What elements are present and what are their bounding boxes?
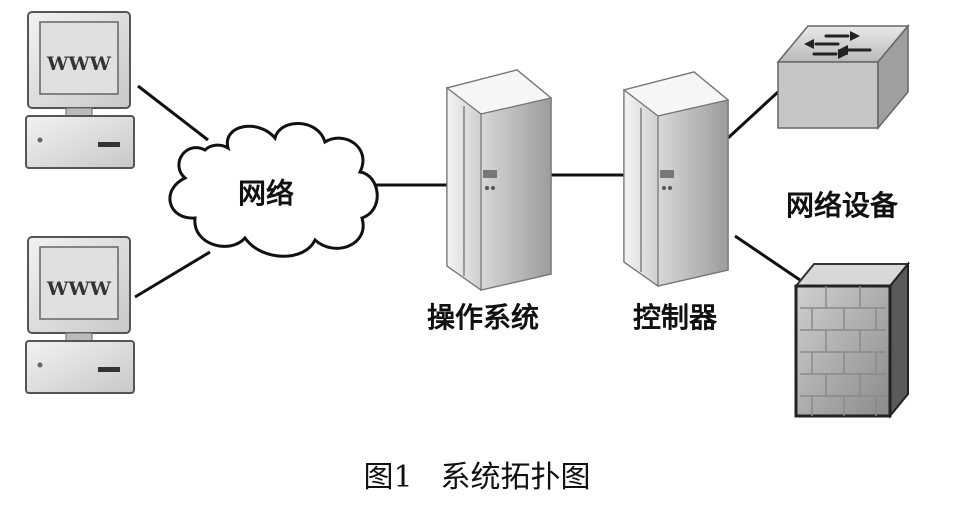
label-operating-system: 操作系统 (427, 301, 540, 334)
monitor-screen (39, 246, 119, 320)
switch-arrows-icon (804, 31, 872, 59)
label-network: 网络 (238, 177, 295, 210)
link-controller-switch (726, 90, 780, 140)
link-controller-firewall (734, 234, 801, 282)
network-switch (776, 23, 910, 131)
label-controller: 控制器 (633, 301, 718, 334)
monitor-screen (39, 21, 119, 95)
screen-www-text: WWW (46, 53, 112, 75)
figure-title: 系统拓扑图 (440, 460, 591, 495)
firewall (793, 261, 911, 419)
link-pc1-cloud (137, 84, 209, 142)
computer-base (25, 115, 135, 169)
figure-caption: 图1 系统拓扑图 (0, 452, 954, 496)
label-network-device: 网络设备 (786, 189, 899, 222)
computer-base (25, 340, 135, 394)
screen-www-text: WWW (46, 278, 112, 300)
controller-server (622, 71, 730, 288)
link-pc2-cloud (134, 250, 211, 299)
computer-1: WWW (25, 11, 135, 169)
brick-pattern (800, 286, 886, 416)
connection-lines (134, 84, 801, 299)
os-server (445, 69, 553, 292)
figure-number: 图1 (363, 460, 413, 495)
computer-2: WWW (25, 236, 135, 394)
network-cloud (168, 122, 379, 258)
